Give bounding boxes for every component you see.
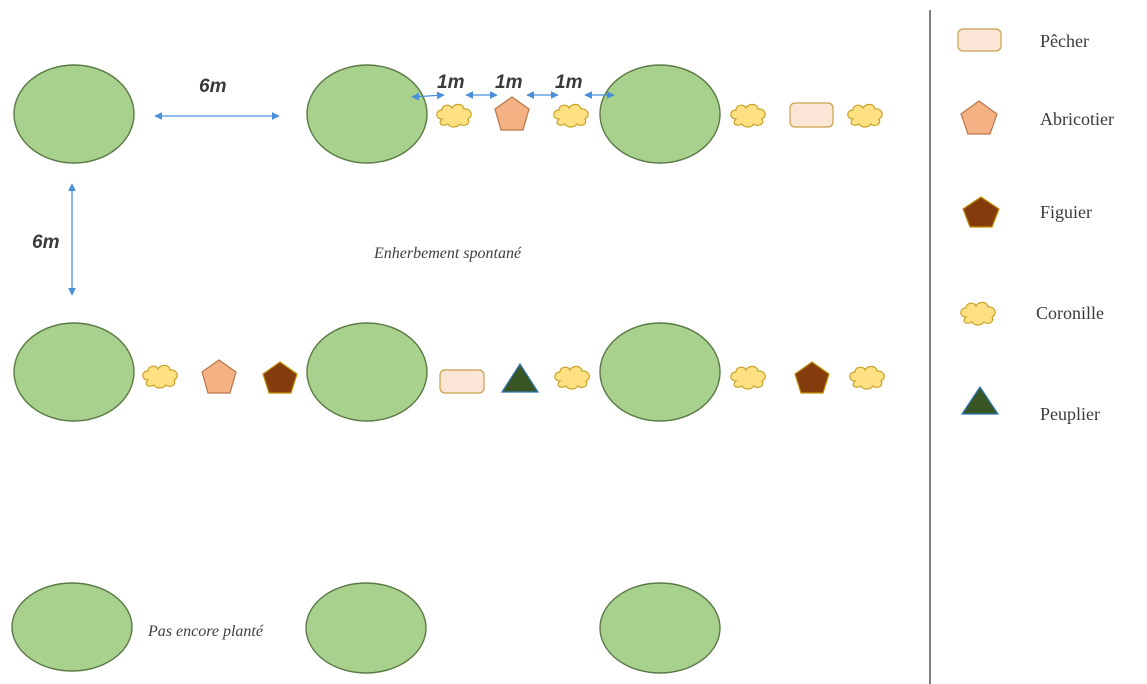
legend: Pêcher Abricotier Figuier Coronille Peup… [957, 28, 1114, 424]
coronille-cloud-icon [960, 301, 996, 326]
label-1m-b: 1m [495, 72, 523, 93]
apricot-r2 [201, 359, 237, 394]
coronille-r1-2 [553, 103, 589, 128]
label-1m-a: 1m [437, 72, 465, 93]
label-1m-c: 1m [555, 72, 583, 93]
tree-r2-c3 [599, 322, 721, 422]
coronille-r2-4 [849, 365, 885, 390]
legend-label-coronille: Coronille [1036, 303, 1104, 323]
coronille-r1-4 [847, 103, 883, 128]
coronille-r2-1 [142, 364, 178, 389]
peach-rectangle-icon [957, 28, 1002, 52]
coronille-r2-2 [554, 365, 590, 390]
peach-r1 [789, 102, 834, 128]
legend-label-abricotier: Abricotier [1040, 109, 1114, 129]
poplar-triangle-icon [960, 385, 1000, 415]
apricot-pentagon-icon [960, 100, 998, 135]
legend-label-peuplier: Peuplier [1040, 404, 1100, 424]
tree-r2-c2 [306, 322, 428, 422]
poplar-r2 [500, 362, 540, 393]
fig-pentagon-icon [962, 196, 1000, 228]
tree-r1-c3 [599, 64, 721, 164]
peach-r2 [439, 369, 485, 394]
label-6m-vertical: 6m [32, 232, 60, 253]
label-6m-horizontal: 6m [199, 76, 227, 97]
apricot-r1 [494, 96, 530, 131]
coronille-r1-1 [436, 103, 472, 128]
legend-label-figuier: Figuier [1040, 202, 1092, 222]
tree-r1-c1 [13, 64, 135, 164]
legend-label-pecher: Pêcher [1040, 31, 1089, 51]
grass-note: Enherbement spontané [373, 245, 522, 262]
tree-r3-c3 [599, 582, 721, 674]
coronille-r1-3 [730, 103, 766, 128]
tree-r2-c1 [13, 322, 135, 422]
arrow-1m-1 [411, 91, 445, 101]
tree-r3-c1 [11, 582, 133, 672]
fig-r2-1 [262, 361, 298, 394]
fig-r2-2 [794, 361, 830, 394]
tree-r1-c2 [306, 64, 428, 164]
coronille-r2-3 [730, 365, 766, 390]
tree-r3-c2 [305, 582, 427, 674]
not-planted-note: Pas encore planté [147, 623, 264, 640]
